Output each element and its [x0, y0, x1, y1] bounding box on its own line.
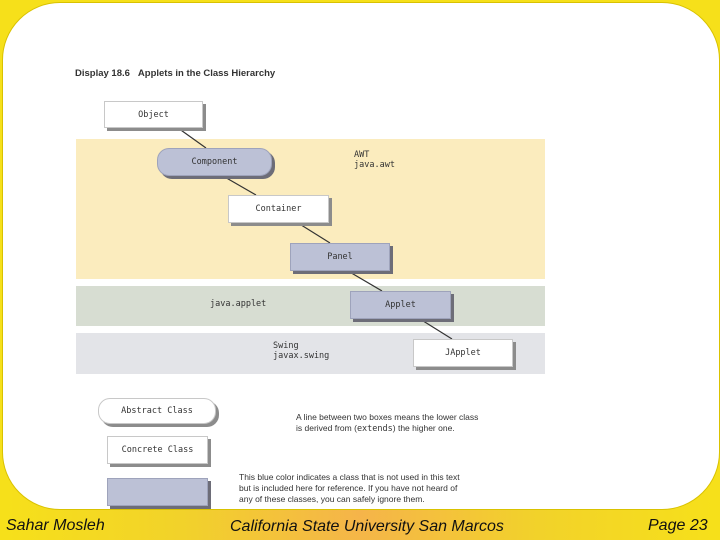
- legend-line-note: A line between two boxes means the lower…: [296, 412, 478, 435]
- footer-author: Sahar Mosleh: [6, 517, 105, 534]
- legend-line-note-2: is derived from (extends) the higher one…: [296, 423, 455, 434]
- class-hierarchy-figure: Display 18.6 Applets in the Class Hierarc…: [68, 60, 549, 508]
- footer-institution: California State University San Marcos: [230, 518, 504, 535]
- class-object-box: Object: [104, 101, 203, 128]
- javax-swing-label: javax.swing: [273, 351, 330, 361]
- line-panel-applet: [347, 270, 383, 292]
- java-applet-label: java.applet: [210, 299, 267, 309]
- applet-package-band: [76, 286, 545, 326]
- awt-package-label: AWT java.awt: [354, 150, 395, 170]
- footer-page-number: Page 23: [648, 517, 708, 534]
- class-panel-box: Panel: [290, 243, 390, 271]
- line-container-panel: [297, 222, 331, 244]
- legend-line-note-1: A line between two boxes means the lower…: [296, 412, 479, 422]
- legend-color-note: This blue color indicates a class that i…: [239, 472, 460, 505]
- figure-title: Display 18.6 Applets in the Class Hierarc…: [75, 68, 275, 79]
- legend-color-note-1: This blue color indicates a class that i…: [239, 472, 460, 482]
- inheritance-lines: [177, 127, 453, 340]
- legend-abstract-class-box: Abstract Class: [98, 398, 216, 424]
- legend-unused-class-box: [107, 478, 208, 506]
- swing-package-label: Swing javax.swing: [273, 341, 329, 361]
- legend-color-note-2: but is included here for reference. If y…: [239, 483, 458, 493]
- class-container-box: Container: [228, 195, 329, 223]
- line-applet-japplet: [419, 318, 453, 340]
- line-object-component: [177, 127, 207, 149]
- java-awt-label: java.awt: [354, 160, 395, 170]
- legend-color-note-3: any of these classes, you can safely ign…: [239, 494, 425, 504]
- swing-label: Swing: [273, 341, 299, 351]
- extends-keyword: extends: [356, 424, 393, 434]
- class-component-box: Component: [157, 148, 272, 176]
- line-component-container: [222, 175, 257, 196]
- figure-title-text: Applets in the Class Hierarchy: [137, 68, 276, 79]
- legend-concrete-class-box: Concrete Class: [107, 436, 208, 464]
- figure-number: Display 18.6: [75, 68, 130, 79]
- class-japplet-box: JApplet: [413, 339, 513, 367]
- class-applet-box: Applet: [350, 291, 451, 319]
- awt-label: AWT: [354, 150, 370, 160]
